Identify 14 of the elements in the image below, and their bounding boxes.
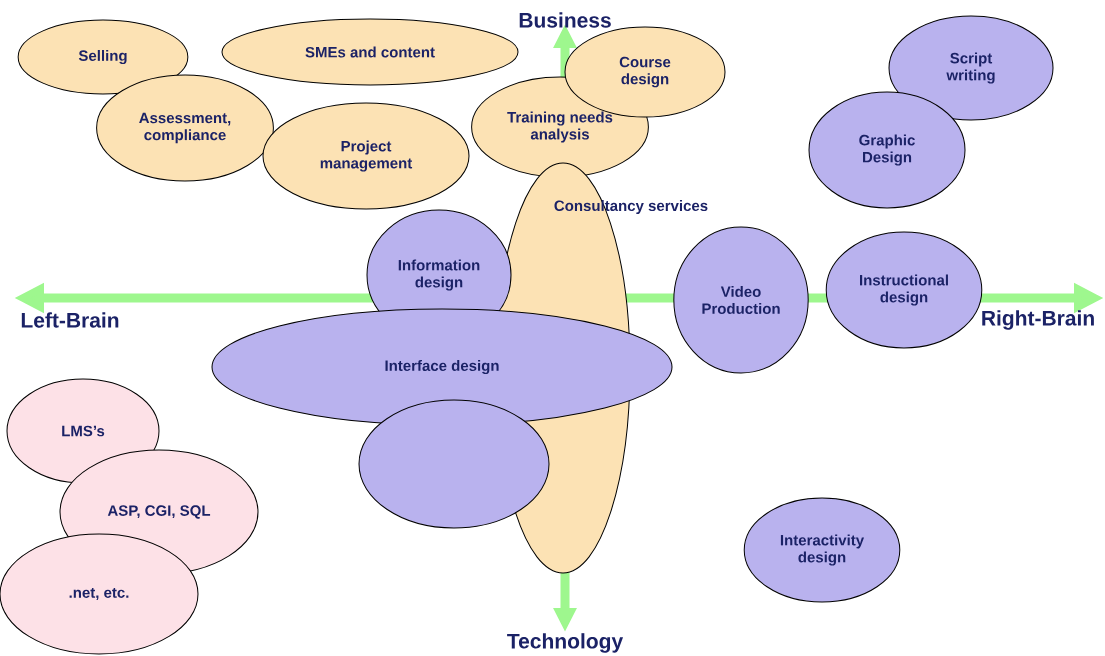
ellipse-node: Script writing: [888, 15, 1054, 121]
ellipse-shape: [358, 399, 550, 529]
axis-label: Left-Brain: [21, 312, 119, 328]
ellipse-node: Assessment, compliance: [96, 74, 274, 182]
ellipse-node: Project management: [262, 102, 470, 210]
ellipse-node: Video Production: [673, 226, 809, 374]
ellipse-node: .net, etc.: [0, 533, 199, 655]
axis-label: Business: [519, 12, 611, 28]
ellipse-node: SMEs and content: [221, 18, 519, 86]
ellipse-node: Graphic Design: [808, 91, 966, 209]
ellipse-node: Instructional design: [825, 231, 983, 349]
axis-label: Technology: [507, 633, 624, 653]
ellipse-node: Selling: [17, 19, 189, 95]
ellipse-node: Interactivity design: [743, 497, 901, 603]
